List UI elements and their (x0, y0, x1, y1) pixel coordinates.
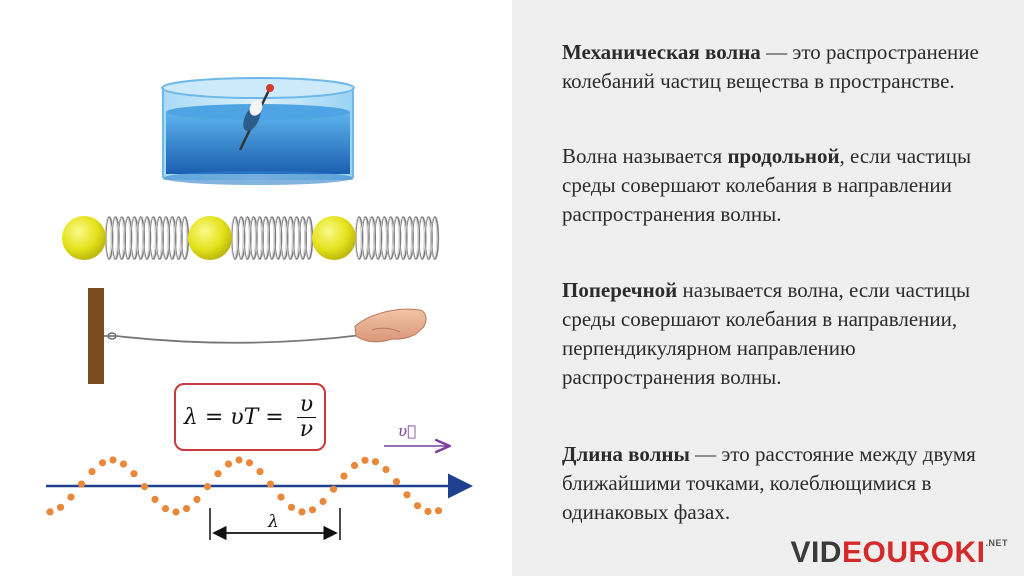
wave-particle (413, 502, 422, 510)
term-mechanical-wave: Механическая волна (562, 40, 761, 64)
wave-particle (235, 456, 243, 464)
ball (188, 216, 232, 260)
wave-particle (266, 480, 275, 488)
spring (104, 216, 190, 260)
wave-particle (88, 468, 96, 476)
velocity-label: υ⃗ (398, 422, 416, 440)
wave-particle (371, 458, 380, 466)
wave-particle (224, 460, 233, 468)
wave-particle (77, 480, 86, 488)
wave-particle (245, 459, 254, 467)
wave-particle (350, 461, 359, 470)
wave-particle (340, 472, 348, 480)
definition-transverse-wave: Поперечной называется волна, если частиц… (562, 278, 971, 389)
definitions-panel: Механическая волна — это распространение… (512, 0, 1024, 576)
formula-numerator: υ (296, 392, 317, 418)
wave-particle (172, 508, 180, 516)
definition-mechanical-wave: Механическая волна — это распространение… (562, 40, 979, 93)
wave-particle (193, 495, 201, 503)
wave-illustration: υ⃗ λ (46, 77, 473, 541)
formula-fraction: υ ν (296, 392, 317, 442)
wave-particle (182, 505, 191, 513)
wave-particle (382, 465, 390, 474)
wave-particle (298, 508, 306, 516)
wavelength-label: λ (267, 512, 279, 532)
wave-particle (361, 456, 369, 464)
float-icon (238, 84, 274, 151)
wave-particle (434, 507, 443, 515)
spring (230, 216, 314, 260)
wave-particle (130, 470, 138, 478)
spring-chain (62, 216, 440, 260)
wave-particle (319, 497, 327, 506)
wave-particle (151, 495, 159, 503)
wave-particle (424, 507, 432, 516)
string-setup (88, 288, 363, 384)
wave-particle (119, 460, 128, 468)
wave-particle (203, 483, 212, 491)
formula-denominator: ν (299, 416, 314, 442)
wave-particle (308, 506, 317, 514)
formula-left: λ = υT = (183, 404, 291, 430)
spring (354, 216, 440, 260)
wave-particle (403, 491, 411, 499)
definition-longitudinal-wave: Волна называется продольной, если частиц… (562, 144, 972, 226)
wave-particle (214, 470, 222, 478)
wave-particle (287, 503, 296, 511)
wave-particle (140, 483, 149, 491)
wave-particle (56, 503, 65, 511)
ball (312, 216, 356, 260)
wave-particles (46, 456, 443, 516)
wave-particle (256, 468, 264, 476)
term-transverse: Поперечной (562, 278, 678, 302)
videouroki-logo: VIDEOUROKI.NET (790, 536, 1008, 569)
wavelength-formula: λ = υT = υ ν (174, 383, 326, 451)
wave-particle (109, 456, 117, 464)
term-longitudinal: продольной (727, 144, 840, 168)
wave-particle (67, 493, 75, 501)
water-vessel (161, 77, 355, 185)
hand-icon (354, 308, 427, 343)
wave-particle (329, 485, 338, 493)
definition-wavelength: Длина волны — это расстояние между двумя… (562, 442, 976, 524)
wave-particle (392, 478, 401, 486)
wave-particle (277, 493, 285, 501)
term-wavelength: Длина волны (562, 442, 690, 466)
wave-particle (46, 508, 54, 516)
wavelength-marker (209, 508, 341, 541)
ball (62, 216, 106, 260)
wave-particle (161, 505, 170, 513)
wave-particle (98, 459, 107, 467)
